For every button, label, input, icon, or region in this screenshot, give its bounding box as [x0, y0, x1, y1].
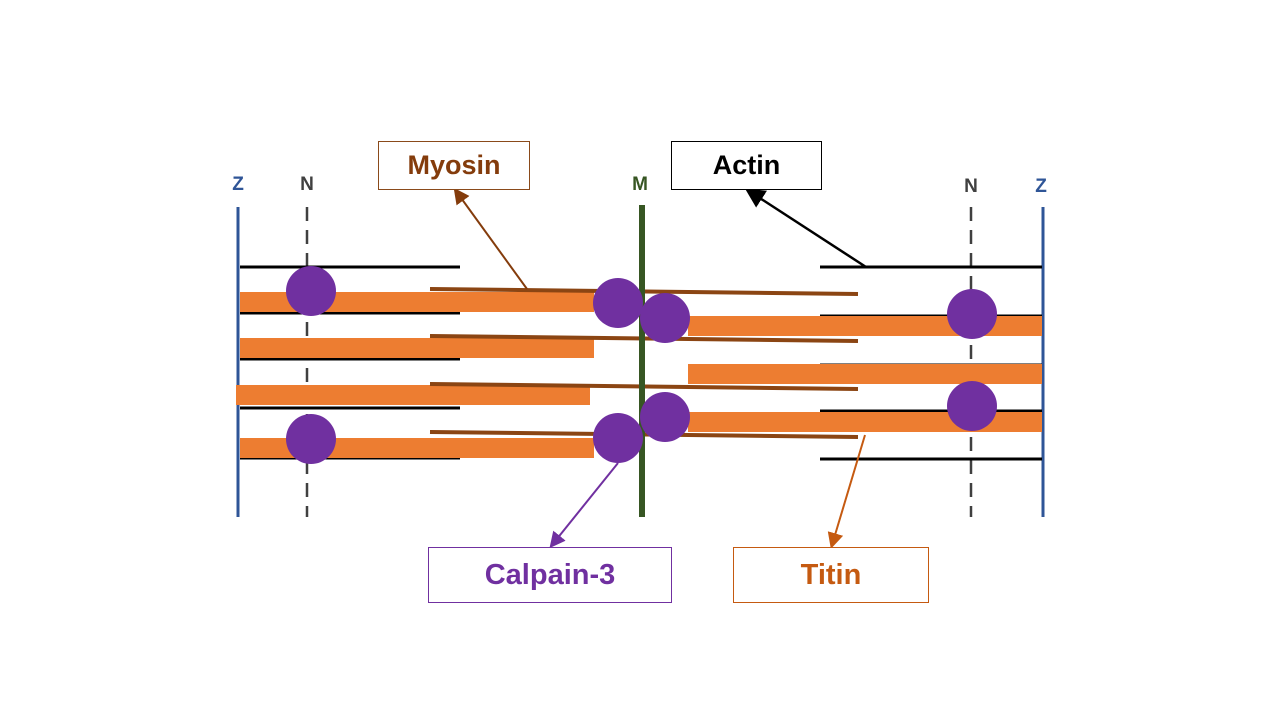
calpain-3-molecules — [286, 266, 997, 464]
actin-label-box: Actin — [671, 141, 822, 190]
calpain-3-circle — [640, 293, 690, 343]
myosin-pointer-arrow — [453, 187, 528, 290]
n-label-right: N — [964, 176, 978, 197]
calpain-3-circle — [593, 278, 643, 328]
titin-label-box: Titin — [733, 547, 929, 603]
actin-label: Actin — [712, 150, 781, 180]
myosin-label-box: Myosin — [378, 141, 530, 190]
calpain-3-circle — [286, 414, 336, 464]
titin-pointer-arrow — [827, 434, 866, 549]
calpain-3-circle — [286, 266, 336, 316]
actin-pointer-arrow — [744, 188, 867, 269]
titin-bar — [240, 338, 594, 358]
calpain-3-circle — [640, 392, 690, 442]
calpain-label-box: Calpain-3 — [428, 547, 672, 603]
titin-bar — [236, 385, 590, 405]
calpain-3-circle — [947, 381, 997, 431]
n-label-left: N — [300, 174, 314, 195]
z-label-left: Z — [232, 174, 244, 195]
z-label-right: Z — [1035, 176, 1047, 197]
calpain-label: Calpain-3 — [484, 558, 616, 591]
titin-label: Titin — [800, 558, 862, 591]
m-label: M — [632, 174, 648, 195]
myosin-label: Myosin — [407, 150, 501, 180]
titin-bar — [688, 364, 1042, 384]
calpain-pointer-arrow — [549, 462, 619, 549]
calpain-3-circle — [947, 289, 997, 339]
calpain-3-circle — [593, 413, 643, 463]
